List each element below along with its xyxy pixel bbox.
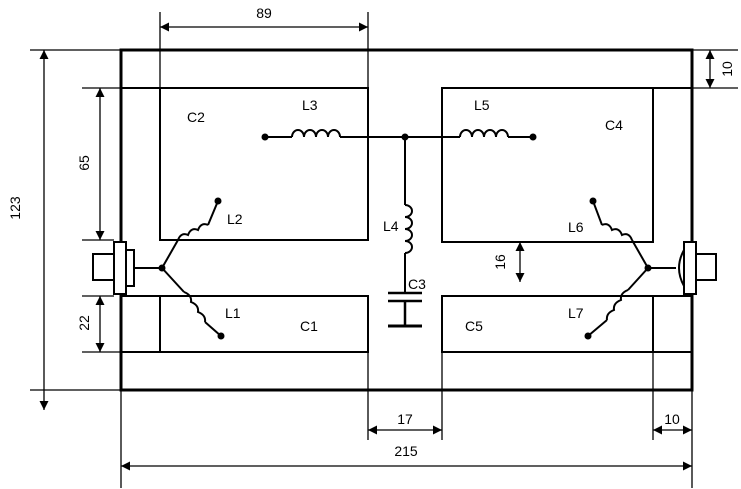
label-c1: C1 xyxy=(300,318,318,334)
l3-terminal xyxy=(261,133,269,141)
label-c2: C2 xyxy=(187,109,205,125)
label-l3: L3 xyxy=(302,97,318,113)
label-l2: L2 xyxy=(227,211,243,227)
pad-c2 xyxy=(121,87,369,241)
right-connector xyxy=(648,241,717,295)
inductor-l7 xyxy=(587,267,649,337)
pad-c1 xyxy=(121,295,369,353)
inductor-l3 xyxy=(265,129,405,138)
inductor-l5 xyxy=(405,129,533,138)
dim-label-16: 16 xyxy=(492,254,508,270)
l5-terminal xyxy=(529,133,537,141)
dimension-lines xyxy=(30,12,738,488)
capacitor-c3 xyxy=(388,291,422,328)
l7-terminal xyxy=(584,332,592,340)
l2-terminal xyxy=(214,197,222,205)
dim-label-10-bottom: 10 xyxy=(664,411,680,427)
inductor-l4 xyxy=(404,137,413,293)
label-l5: L5 xyxy=(474,97,490,113)
dim-label-10-top: 10 xyxy=(719,61,735,77)
dim-label-123: 123 xyxy=(7,196,23,220)
inductor-l2 xyxy=(161,200,219,269)
dim-label-17: 17 xyxy=(397,411,413,427)
board-outline xyxy=(119,48,694,392)
pad-c5 xyxy=(441,295,692,353)
dim-label-22: 22 xyxy=(76,315,92,331)
dim-label-215: 215 xyxy=(394,443,418,459)
l1-terminal xyxy=(217,332,225,340)
label-l7: L7 xyxy=(568,305,584,321)
pad-c4 xyxy=(441,87,692,243)
label-c4: C4 xyxy=(605,117,623,133)
label-l4: L4 xyxy=(383,218,399,234)
label-c3: C3 xyxy=(408,276,426,292)
label-c5: C5 xyxy=(465,318,483,334)
dim-label-65: 65 xyxy=(76,155,92,171)
label-l1: L1 xyxy=(225,305,241,321)
left-connector xyxy=(92,241,162,295)
inductor-l1 xyxy=(161,267,222,337)
label-l6: L6 xyxy=(568,219,584,235)
inductor-l6 xyxy=(592,200,649,269)
l6-terminal xyxy=(589,197,597,205)
dim-label-89: 89 xyxy=(256,5,272,21)
